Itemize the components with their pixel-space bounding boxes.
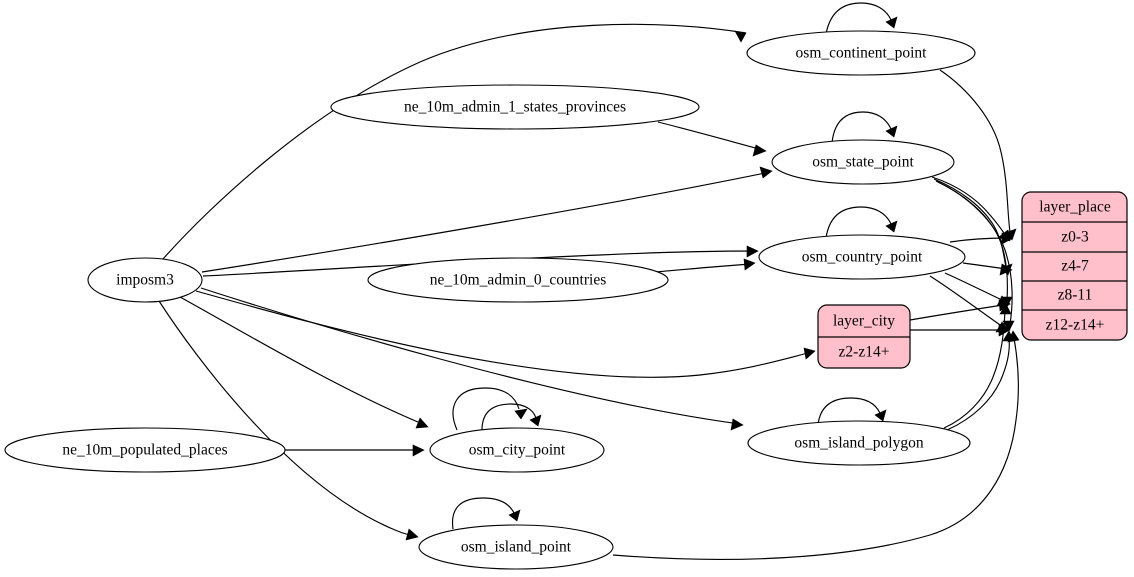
node-osm-island-point[interactable]: osm_island_point xyxy=(418,524,614,570)
node-layer-place[interactable]: layer_place z0-3 z4-7 z8-11 z12-z14+ xyxy=(1021,191,1128,341)
self-loop-osm-city-point-outer xyxy=(452,387,528,431)
self-loop-osm-continent-point xyxy=(825,2,898,35)
self-loop-osm-country-point xyxy=(825,206,898,239)
edge-osm-island-point-to-layer-place-z12-z14 xyxy=(612,330,1020,560)
node-ne-10m-populated-places[interactable]: ne_10m_populated_places xyxy=(4,427,286,473)
self-loop-osm-state-point xyxy=(831,111,898,144)
edge-osm-state-point-to-layer-place-z0-3 xyxy=(931,176,1011,242)
node-ne-10m-admin-1-states-provinces[interactable]: ne_10m_admin_1_states_provinces xyxy=(330,84,700,130)
node-osm-country-point[interactable]: osm_country_point xyxy=(758,234,966,280)
edge-layer-city-to-layer-place-z8-11 xyxy=(909,299,1011,321)
node-osm-island-polygon[interactable]: osm_island_polygon xyxy=(747,420,971,466)
edge-osm-island-polygon-to-layer-place-z8-11 xyxy=(943,303,1012,429)
node-layer-city[interactable]: layer_city z2-z14+ xyxy=(817,304,911,369)
node-osm-state-point[interactable]: osm_state_point xyxy=(771,139,955,185)
edge-osm-state-point-to-layer-place-z12-z14 xyxy=(937,181,1015,332)
edge-osm-country-point-to-layer-place-z0-3 xyxy=(949,232,1014,245)
edge-osm-continent-point-to-layer-place-z0-3 xyxy=(939,69,1017,241)
edge-layer xyxy=(158,2,1020,560)
edge-imposm3-to-osm-island-polygon xyxy=(200,287,744,431)
node-imposm3[interactable]: imposm3 xyxy=(87,257,203,303)
self-loop-osm-city-point-inner xyxy=(481,403,542,431)
node-osm-city-point[interactable]: osm_city_point xyxy=(429,427,605,473)
edge-imposm3-to-osm-city-point xyxy=(179,296,429,429)
edge-osm-island-polygon-to-layer-place-z12-z14 xyxy=(946,330,1015,431)
edge-ne-admin1-to-osm-state-point xyxy=(657,121,767,157)
self-loop-osm-island-point xyxy=(451,497,521,530)
edge-imposm3-to-osm-state-point xyxy=(201,166,773,273)
edge-ne-populated-to-osm-city-point xyxy=(285,444,425,457)
node-osm-continent-point[interactable]: osm_continent_point xyxy=(746,30,976,76)
edge-ne-admin0-to-osm-country-point xyxy=(654,258,756,273)
edge-imposm3-to-osm-continent-point xyxy=(162,23,747,260)
node-ne-10m-admin-0-countries[interactable]: ne_10m_admin_0_countries xyxy=(367,257,669,303)
edge-layer-city-to-layer-place-z12-z14 xyxy=(910,324,1011,337)
node-layer: imposm3 ne_10m_admin_1_states_provinces … xyxy=(4,30,1128,570)
self-loop-osm-island-polygon xyxy=(817,397,887,426)
edge-osm-country-point-to-layer-place-z4-7 xyxy=(962,262,1013,276)
edge-imposm3-to-layer-city xyxy=(195,290,816,378)
edge-imposm3-to-osm-island-point xyxy=(158,300,419,541)
